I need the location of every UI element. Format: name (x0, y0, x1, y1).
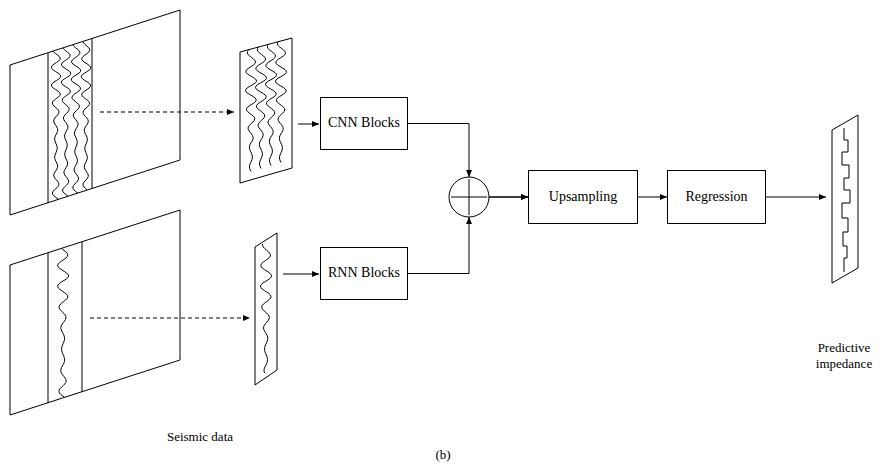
caption-label: Seismic data (140, 429, 260, 445)
impedance-log (842, 128, 850, 272)
extract-arrow (100, 112, 234, 113)
box-label: RNN Blocks (328, 265, 400, 282)
window-line (48, 200, 49, 430)
extract-arrow (90, 318, 250, 319)
box-label: Upsampling (549, 189, 617, 206)
input-arrow (283, 274, 319, 275)
sum-symbol (451, 197, 487, 198)
seismic-wiggle (61, 40, 70, 205)
sum-circle (449, 177, 489, 217)
process-box: CNN Blocks (320, 97, 408, 150)
sum-arrowhead (466, 217, 472, 224)
seismic-wiggle (81, 40, 90, 205)
window-line (48, 0, 49, 230)
caption-label: (b) (423, 447, 463, 463)
output-arrow (766, 197, 826, 198)
process-box: Regression (667, 170, 766, 224)
seismic-wiggle (255, 47, 266, 169)
seismic-wiggle (265, 44, 276, 166)
box-label: CNN Blocks (328, 115, 400, 132)
window-line (92, 0, 93, 230)
seismic-trace (255, 233, 277, 385)
process-box: RNN Blocks (320, 247, 408, 300)
seismic-wiggle (245, 50, 256, 172)
sum-arrowhead (466, 170, 472, 177)
seismic-wiggle (71, 40, 80, 205)
flow-arrow (638, 197, 667, 198)
impedance-strip (832, 115, 858, 283)
seismic-wiggle (51, 40, 60, 205)
seismic-wiggle (275, 41, 286, 163)
box-label: Regression (685, 189, 747, 206)
seismic-window (240, 38, 292, 183)
caption-label: Predictive impedance (805, 340, 883, 373)
seismic-panel (10, 210, 180, 415)
process-box: Upsampling (528, 170, 638, 224)
window-line (82, 200, 83, 430)
seismic-wiggle (260, 244, 271, 373)
seismic-wiggle (58, 240, 69, 410)
input-arrow (298, 124, 319, 125)
seismic-panel (10, 10, 180, 215)
